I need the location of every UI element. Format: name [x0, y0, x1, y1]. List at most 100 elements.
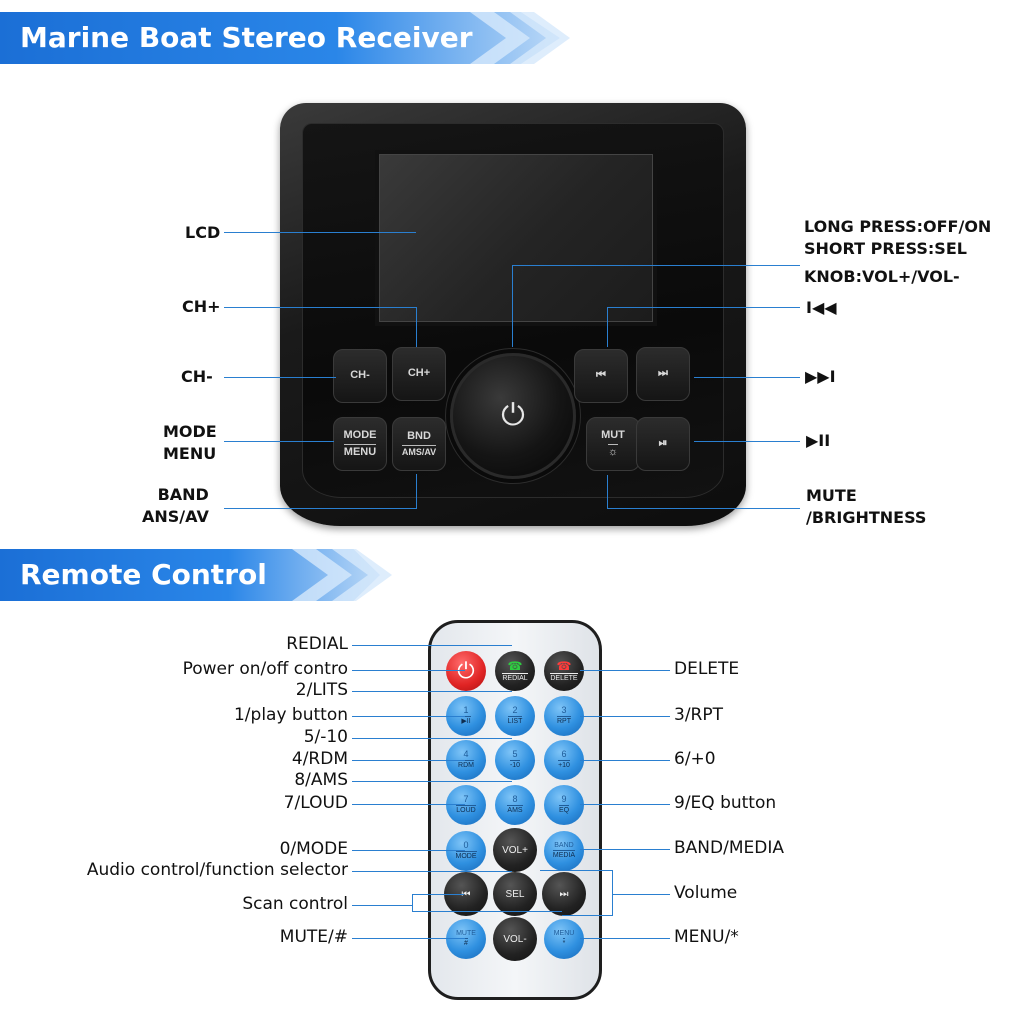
remote-label-scan: Scan control — [242, 894, 348, 914]
remote-button-5[interactable]: 5-10 — [495, 740, 535, 780]
remote-menu-top: MENU — [553, 930, 575, 938]
remote-button-2-num: 2 — [512, 705, 518, 716]
remote-leader-audio — [352, 871, 512, 872]
remote-label-menu: MENU/* — [674, 927, 739, 947]
remote-label-ams: 8/AMS — [294, 770, 348, 790]
stereo-section-title: Marine Boat Stereo Receiver — [20, 21, 473, 54]
remote-power-button[interactable]: ⏻ — [446, 651, 486, 691]
power-icon: ⏻ — [501, 399, 525, 432]
leader-play-pause — [694, 441, 800, 442]
remote-button-1-num: 1 — [463, 705, 469, 716]
remote-leader-volume — [612, 894, 670, 895]
remote-menu-button[interactable]: MENU* — [544, 919, 584, 959]
remote-leader-list — [352, 691, 512, 692]
remote-redial-button[interactable]: ☎REDIAL — [495, 651, 535, 691]
remote-leader-delete — [580, 670, 670, 671]
label-mode-line2: MENU — [163, 444, 217, 464]
remote-button-1-text: ▶II — [461, 716, 471, 726]
remote-prev-icon: ⏮ — [461, 888, 471, 900]
remote-button-6[interactable]: 6+10 — [544, 740, 584, 780]
ams-av-button-label: AMS/AV — [401, 445, 437, 458]
remote-button-0-text: MODE — [455, 851, 477, 861]
ch-plus-button[interactable]: CH+ — [392, 347, 446, 401]
remote-delete-button[interactable]: ☎DELETE — [544, 651, 584, 691]
remote-label-eq: 9/EQ button — [674, 793, 777, 813]
label-lcd: LCD — [185, 223, 221, 242]
label-play-pause: ▶II — [806, 431, 831, 450]
remote-label-band: BAND/MEDIA — [674, 838, 784, 858]
prev-track-icon: ⏮ — [596, 369, 606, 382]
remote-vol-plus-button[interactable]: VOL+ — [493, 828, 537, 872]
remote-button-6-num: 6 — [561, 749, 567, 760]
remote-label-audio: Audio control/function selector — [86, 860, 348, 880]
bnd-button-label: BND — [407, 430, 431, 442]
label-mode: MODE MENU — [163, 421, 217, 466]
ch-minus-button-label: CH- — [350, 369, 370, 382]
label-knob-line3: KNOB:VOL+/VOL- — [804, 266, 960, 286]
bnd-ams-button[interactable]: BND AMS/AV — [392, 417, 446, 471]
phone-red-icon: ☎ — [556, 658, 572, 673]
label-mute-line1: MUTE — [806, 486, 857, 505]
remote-redial-label: REDIAL — [502, 672, 528, 682]
remote-button-9-num: 9 — [561, 794, 567, 805]
remote-bracket-vol-top — [540, 870, 612, 871]
remote-label-play: 1/play button — [233, 705, 348, 725]
remote-bracket-scan-v — [412, 894, 413, 912]
remote-button-9-text: EQ — [558, 805, 570, 815]
menu-button-label: MENU — [343, 444, 377, 458]
remote-sel-button[interactable]: SEL — [493, 872, 537, 916]
label-prev: I◀◀ — [806, 298, 837, 317]
leader-band-h — [224, 508, 417, 509]
remote-leader-band — [580, 849, 670, 850]
label-mute: MUTE /BRIGHTNESS — [806, 485, 926, 530]
mode-menu-button[interactable]: MODE MENU — [333, 417, 387, 471]
leader-prev-h — [607, 307, 800, 308]
prev-track-button[interactable]: ⏮ — [574, 349, 628, 403]
stereo-section-banner: Marine Boat Stereo Receiver — [0, 12, 590, 64]
remote-button-5-num: 5 — [512, 749, 518, 760]
remote-next-button[interactable]: ⏭ — [542, 872, 586, 916]
remote-button-2-text: LIST — [507, 716, 523, 726]
remote-delete-label: DELETE — [550, 672, 578, 682]
label-knob-line2: SHORT PRESS:SEL — [804, 239, 967, 259]
label-mute-line2: /BRIGHTNESS — [806, 508, 927, 528]
remote-label-delete: DELETE — [674, 659, 740, 679]
label-mode-line1: MODE — [163, 422, 217, 441]
stereo-head-unit: CH- CH+ MODE MENU BND AMS/AV ⏻ ⏮ ⏭ MUT ☼… — [280, 103, 746, 526]
remote-leader-scan — [352, 905, 412, 906]
ch-minus-button[interactable]: CH- — [333, 349, 387, 403]
remote-leader-mute — [352, 938, 465, 939]
remote-menu-bottom: * — [562, 938, 566, 947]
remote-label-loud: 7/LOUD — [283, 793, 348, 813]
remote-mute-button[interactable]: MUTE# — [446, 919, 486, 959]
remote-mute-top: MUTE — [456, 930, 476, 938]
mute-brightness-button[interactable]: MUT ☼ — [586, 417, 640, 471]
label-knob: LONG PRESS:OFF/ON SHORT PRESS:SEL KNOB:V… — [804, 216, 991, 288]
power-volume-knob[interactable]: ⏻ — [450, 353, 576, 479]
mode-button-label: MODE — [343, 428, 377, 441]
remote-leader-loud — [352, 804, 465, 805]
label-next: ▶▶I — [805, 367, 836, 386]
remote-vol-minus-button[interactable]: VOL- — [493, 917, 537, 961]
leader-ch-plus-h — [224, 307, 417, 308]
remote-label-minus10: 5/-10 — [303, 727, 348, 747]
remote-vol-minus-label: VOL- — [503, 933, 527, 945]
leader-next — [694, 377, 800, 378]
next-track-button[interactable]: ⏭ — [636, 347, 690, 401]
play-pause-button[interactable]: ⏯ — [636, 417, 690, 471]
play-pause-icon: ⏯ — [658, 437, 668, 450]
remote-button-0-num: 0 — [463, 840, 469, 851]
remote-section-banner: Remote Control — [0, 549, 410, 601]
remote-bracket-vol-v — [612, 870, 613, 916]
remote-leader-rdm — [352, 760, 465, 761]
remote-power-icon: ⏻ — [457, 657, 475, 683]
remote-label-list: 2/LITS — [295, 680, 348, 700]
leader-mode — [224, 441, 334, 442]
